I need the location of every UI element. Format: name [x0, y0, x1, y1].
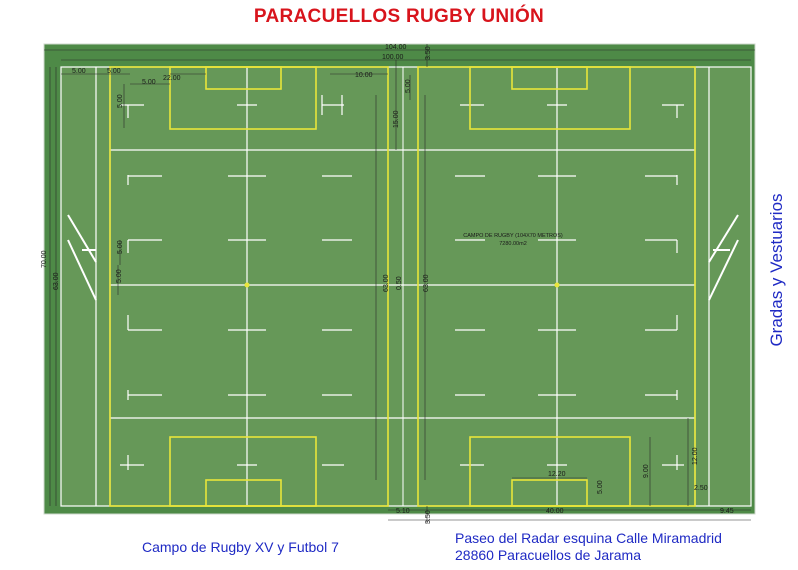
dim-10: 10.00 [355, 72, 373, 79]
dim-40: 40.00 [546, 508, 564, 515]
caption-right: Paseo del Radar esquina Calle Miramadrid… [455, 530, 722, 564]
field-note-line1: CAMPO DE RUGBY (104X70 METROS) [463, 233, 563, 239]
dim-500h: 5.00 [597, 480, 604, 494]
dim-100: 100.00 [382, 54, 404, 61]
field-note-line2: 7280.00m2 [499, 241, 527, 247]
dim-050: 0.50 [396, 276, 403, 290]
right-goal-posts [708, 214, 739, 301]
dim-63-left: 63.00 [53, 272, 60, 290]
dim-63-center: 63.00 [383, 274, 390, 292]
dim-350-bottom: 3.50 [425, 510, 432, 524]
field-note: CAMPO DE RUGBY (104X70 METROS) 7280.00m2 [463, 233, 563, 247]
dim-1220: 12.20 [548, 471, 566, 478]
dim-500e: 5.00 [405, 79, 412, 93]
left-goal-posts [67, 214, 97, 301]
dim-500g: 5.00 [116, 269, 123, 283]
stands-label: Gradas y Vestuarios [767, 193, 786, 347]
playing-area [60, 66, 752, 507]
dim-510: 5.10 [396, 508, 410, 515]
dim-63-right: 63.00 [423, 274, 430, 292]
dim-22: 22.00 [163, 75, 181, 82]
dim-70: 70.00 [41, 250, 48, 268]
dim-500d: 5.00 [117, 94, 124, 108]
dim-945: 9.45 [720, 508, 734, 515]
football-fields [109, 66, 696, 507]
address-line-1: Paseo del Radar esquina Calle Miramadrid [455, 530, 722, 546]
dim-250: 2.50 [694, 485, 708, 492]
dimension-labels: 104.00 100.00 3.50 5.00 5.00 22.00 5.00 … [41, 44, 734, 524]
page-title: PARACUELLOS RUGBY UNIÓN [253, 6, 545, 27]
address-line-2: 28860 Paracuellos de Jarama [455, 547, 642, 563]
dim-500c: 5.00 [142, 79, 156, 86]
dim-500a: 5.00 [72, 68, 86, 75]
center-spots [244, 282, 560, 288]
dim-15: 15.00 [393, 110, 400, 128]
dashed-marks [120, 95, 684, 470]
dim-900: 9.00 [643, 464, 650, 478]
dim-104: 104.00 [385, 44, 407, 51]
dim-12: 12.00 [692, 447, 699, 465]
dim-350-top: 3.50 [425, 46, 432, 60]
caption-left: Campo de Rugby XV y Futbol 7 [142, 539, 339, 555]
dim-500f: 5.00 [117, 240, 124, 254]
dimension-lines [44, 44, 755, 524]
dim-500b: 5.00 [107, 68, 121, 75]
